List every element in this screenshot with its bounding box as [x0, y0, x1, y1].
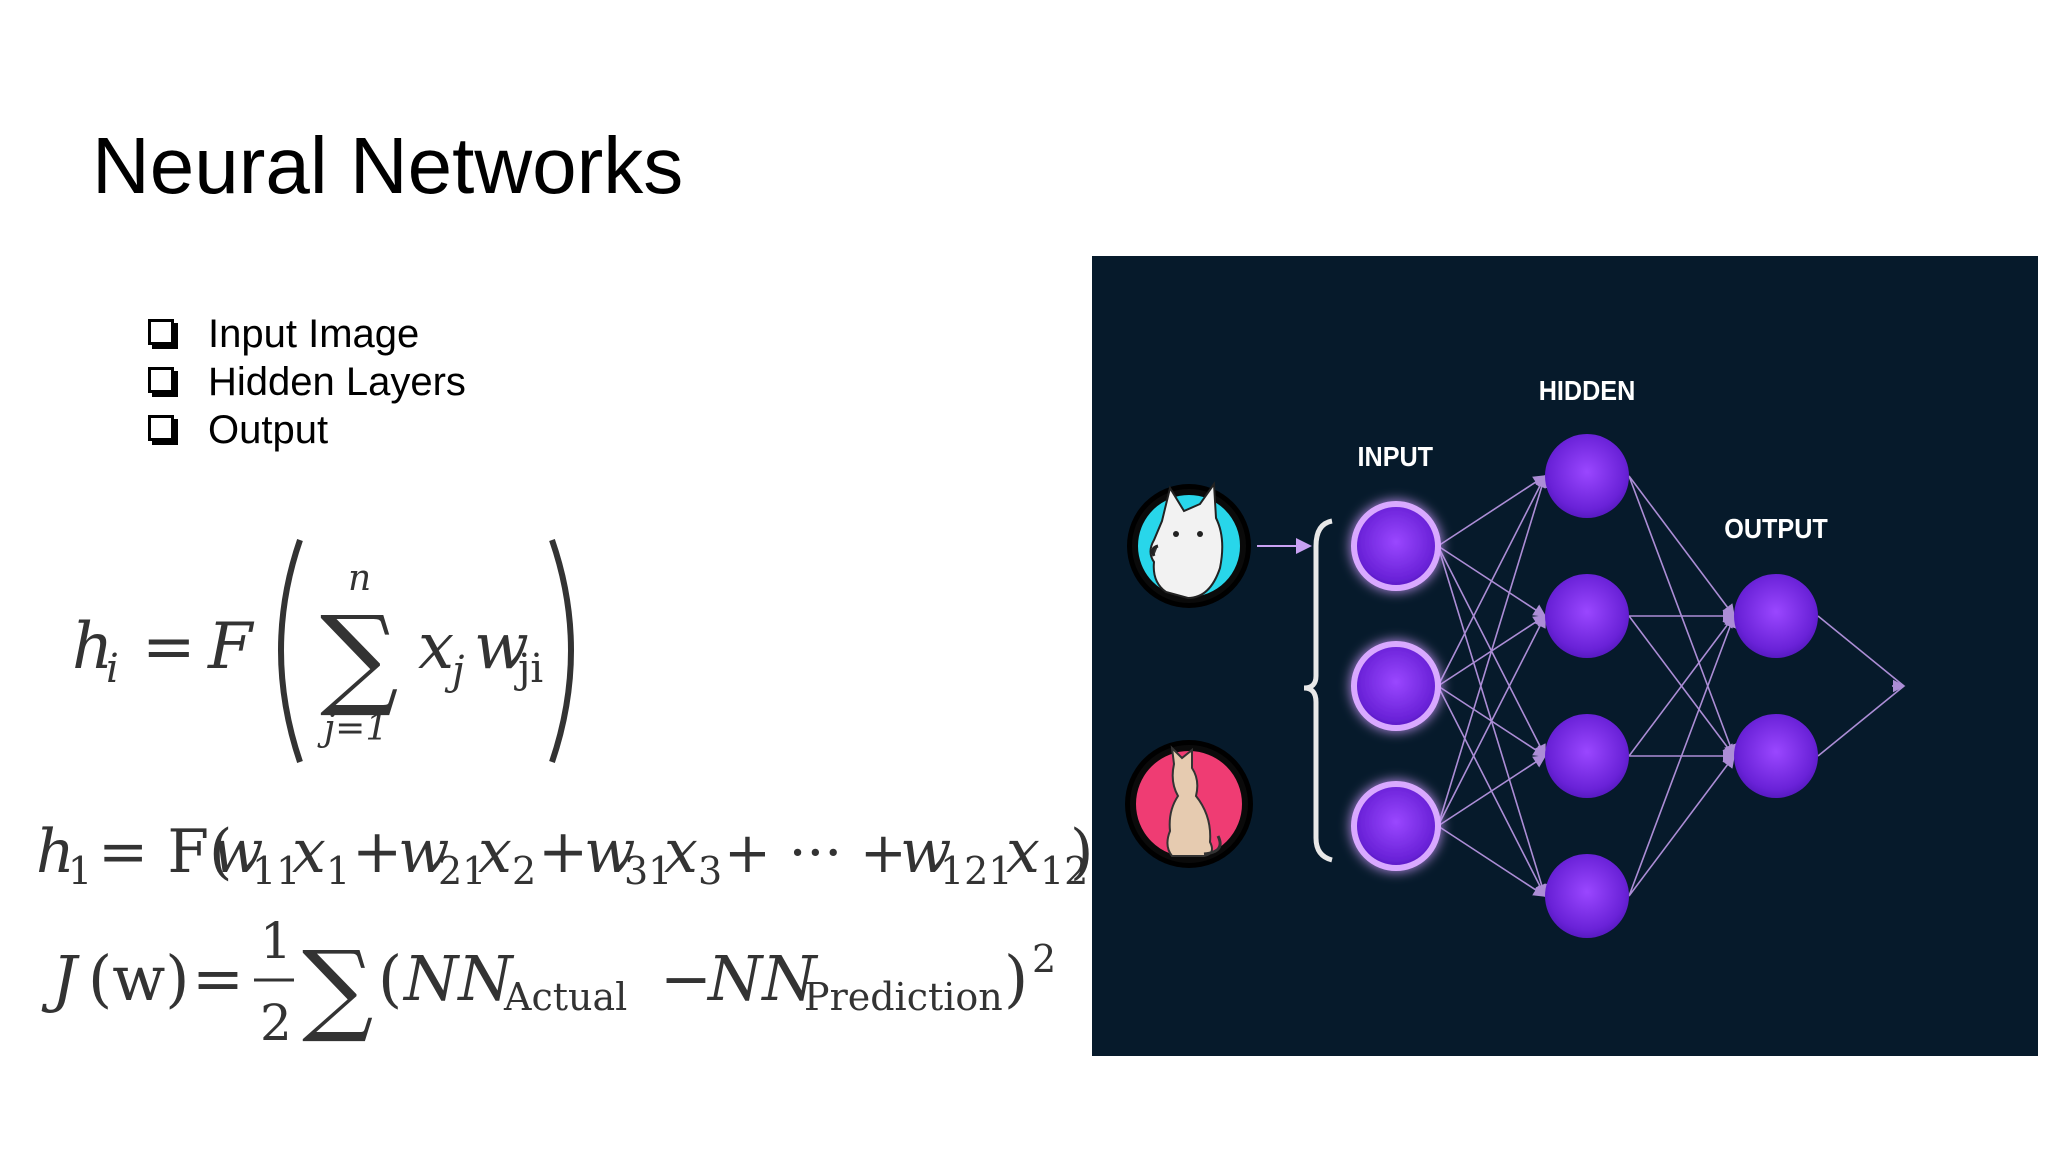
- bullet-item: Input Image: [148, 310, 466, 358]
- formula-text: 3: [698, 849, 722, 893]
- formula-text: x: [478, 817, 512, 887]
- input-node: [1351, 501, 1441, 591]
- formula-text: 31: [624, 849, 672, 893]
- formula-text: 11: [252, 849, 300, 893]
- formula-text: 21: [438, 849, 486, 893]
- output-node: [1734, 714, 1818, 798]
- formula-text: w: [398, 817, 449, 887]
- nodes-group: [1351, 434, 1818, 938]
- bullet-list: Input Image Hidden Layers Output: [148, 310, 466, 454]
- formula-text: (w): [88, 942, 189, 1015]
- input-layer-label: INPUT: [1358, 441, 1434, 473]
- formula-text: w: [212, 817, 263, 887]
- formula-text: =: [142, 610, 196, 684]
- formula-text: 2: [512, 849, 536, 893]
- formula-text: ): [1070, 817, 1090, 887]
- connection-line: [1437, 825, 1547, 897]
- bullet-text: Hidden Layers: [208, 360, 466, 404]
- formula-text: =: [192, 942, 244, 1015]
- input-node: [1351, 781, 1441, 871]
- formula-text: ): [1004, 942, 1028, 1015]
- connection-lines: [1437, 474, 1906, 898]
- connection-line: [1628, 754, 1735, 897]
- formula-text: −: [660, 942, 712, 1015]
- formula-text: Prediction: [804, 975, 1003, 1019]
- hidden-layer-label: HIDDEN: [1539, 375, 1636, 407]
- formula-text: w: [900, 817, 951, 887]
- formula-text: NN: [706, 942, 819, 1015]
- formula-text: 12: [1040, 849, 1088, 893]
- formula-text: n: [348, 558, 371, 599]
- formula-h1-expansion: h 1 = F( w 11 x 1 + w 21 x 2 + w 31 x 3 …: [36, 817, 1090, 893]
- cat-input-icon: [1125, 740, 1253, 868]
- formula-text: ∑: [302, 929, 373, 1046]
- formula-text: ji: [514, 646, 543, 692]
- formula-text: 1: [326, 849, 350, 893]
- input-node: [1351, 641, 1441, 731]
- output-layer-label: OUTPUT: [1724, 513, 1828, 545]
- hidden-node: [1545, 854, 1629, 938]
- connection-line: [1437, 475, 1547, 547]
- left-paren-shape: [278, 539, 303, 763]
- connection-line: [1437, 755, 1547, 827]
- neural-network-diagram: INPUT HIDDEN OUTPUT: [1092, 256, 2038, 1056]
- formula-text: + ··· +: [724, 821, 907, 886]
- formula-text: h: [72, 610, 113, 684]
- connection-line: [1437, 474, 1548, 827]
- formula-text: 1: [68, 849, 92, 893]
- brace-shape: [1303, 518, 1333, 863]
- formula-text: x: [292, 817, 326, 887]
- hidden-node: [1545, 574, 1629, 658]
- connection-line: [1817, 685, 1905, 757]
- checkbox-icon: [148, 367, 174, 393]
- dog-input-icon: [1127, 481, 1251, 608]
- formula-text: 121: [940, 849, 1013, 893]
- slide-title: Neural Networks: [92, 121, 684, 210]
- formula-area: h i = F n ∑ j=1 x j w ji h 1 = F( w 11 x…: [36, 539, 1090, 1052]
- bullet-text: Output: [208, 408, 329, 452]
- formula-hidden-activation: h i = F n ∑ j=1 x j w ji: [72, 539, 574, 763]
- formula-text: x: [664, 817, 698, 887]
- connection-line: [1437, 614, 1546, 827]
- formula-text: 1: [260, 912, 292, 970]
- output-node: [1734, 574, 1818, 658]
- formula-text: NN: [402, 942, 515, 1015]
- formula-text: j=1: [317, 708, 388, 749]
- connection-line: [1628, 614, 1735, 757]
- bullet-item: Output: [148, 406, 466, 454]
- formula-text: i: [106, 646, 119, 692]
- formula-text: 2: [1032, 937, 1056, 981]
- formula-text: x: [1006, 817, 1040, 887]
- connection-line: [1628, 475, 1735, 618]
- formula-cost-function: J (w) = 1 2 ∑ ( NN Actual − NN Predictio…: [41, 912, 1056, 1052]
- formula-text: +: [538, 817, 588, 887]
- formula-text: w: [584, 817, 635, 887]
- connection-line: [1437, 474, 1546, 687]
- connection-line: [1628, 614, 1737, 897]
- formula-text: F: [207, 610, 255, 684]
- formula-text: 2: [260, 994, 292, 1052]
- formula-text: J: [41, 942, 80, 1015]
- formula-text: x: [418, 610, 454, 684]
- formula-text: ∑: [320, 592, 399, 720]
- formula-text: (: [378, 942, 402, 1015]
- formula-text: w: [474, 610, 529, 684]
- formula-text: Actual: [503, 975, 627, 1019]
- formula-text: = F(: [98, 817, 232, 887]
- checkbox-icon: [148, 415, 174, 441]
- hidden-node: [1545, 434, 1629, 518]
- bullet-item: Hidden Layers: [148, 358, 466, 406]
- right-paren-shape: [549, 539, 574, 763]
- formula-text: h: [36, 817, 75, 887]
- hidden-node: [1545, 714, 1629, 798]
- bullet-text: Input Image: [208, 312, 420, 356]
- formula-text: +: [352, 817, 402, 887]
- checkbox-icon: [148, 319, 174, 345]
- connection-line: [1817, 615, 1905, 687]
